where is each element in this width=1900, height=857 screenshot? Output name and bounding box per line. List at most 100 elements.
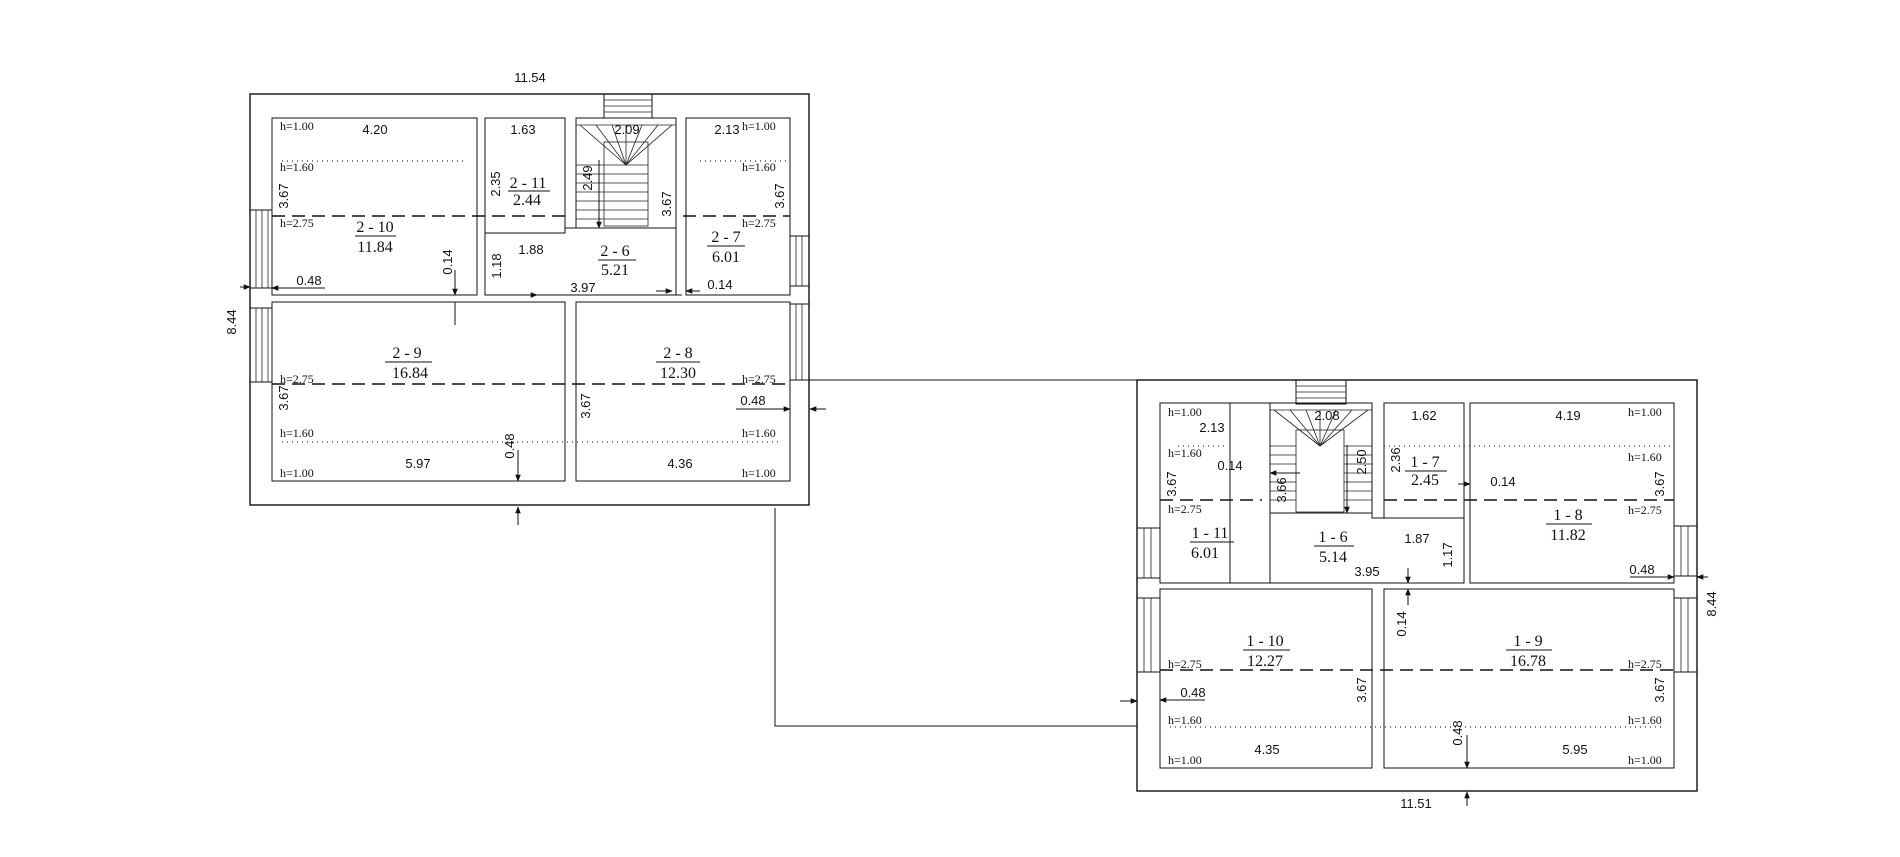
room-2-9 <box>271 301 566 482</box>
plan-one-heights: h=1.00 h=1.60 h=2.75 h=1.00 h=1.60 h=2.7… <box>1168 405 1662 767</box>
svg-text:0.48: 0.48 <box>502 433 517 458</box>
svg-text:h=1.00: h=1.00 <box>1168 753 1202 767</box>
svg-text:12.27: 12.27 <box>1247 653 1283 670</box>
plan-two-stair-entry <box>603 93 653 119</box>
svg-text:0.14: 0.14 <box>707 277 732 292</box>
svg-text:4.36: 4.36 <box>667 456 692 471</box>
plan-one: 11.51 8.44 1 - 11 6.01 1 - 6 5.14 1 - 7 … <box>1120 379 1719 811</box>
room-2-10 <box>271 117 478 296</box>
svg-text:4.19: 4.19 <box>1555 408 1580 423</box>
svg-text:3.67: 3.67 <box>1164 471 1179 496</box>
svg-text:2.13: 2.13 <box>1199 420 1224 435</box>
room-1-9 <box>1383 588 1675 769</box>
svg-text:5.97: 5.97 <box>405 456 430 471</box>
svg-text:16.78: 16.78 <box>1510 653 1546 670</box>
svg-text:6.01: 6.01 <box>712 249 740 266</box>
plan-one-outer-wall <box>1136 379 1698 792</box>
svg-text:h=1.00: h=1.00 <box>742 466 776 480</box>
svg-text:h=1.60: h=1.60 <box>1628 713 1662 727</box>
svg-text:3.66: 3.66 <box>1274 477 1289 502</box>
svg-text:5.21: 5.21 <box>601 262 629 279</box>
svg-text:h=1.60: h=1.60 <box>1168 446 1202 460</box>
room-label-2-10: 2 - 10 11.84 <box>355 219 396 256</box>
svg-text:1 - 11: 1 - 11 <box>1192 525 1229 542</box>
room-label-2-6: 2 - 6 5.21 <box>598 243 636 279</box>
svg-text:h=2.75: h=2.75 <box>742 216 776 230</box>
svg-text:h=2.75: h=2.75 <box>1628 503 1662 517</box>
plan-two-depth-label: 8.44 <box>224 309 239 334</box>
svg-text:3.97: 3.97 <box>570 280 595 295</box>
svg-text:0.14: 0.14 <box>440 249 455 274</box>
plan-two-dimensions: 4.20 1.63 2.09 2.13 3.67 2.35 2.49 3.67 … <box>276 122 787 471</box>
plan-one-stair-entry <box>1295 379 1347 405</box>
room-2-6 <box>484 227 677 296</box>
plan-two-width-label: 11.54 <box>514 70 546 85</box>
svg-text:2.08: 2.08 <box>1314 408 1339 423</box>
room-1-10 <box>1159 588 1373 769</box>
svg-text:5.14: 5.14 <box>1319 549 1347 566</box>
plan-two-outer-wall <box>249 93 810 506</box>
svg-text:1 - 10: 1 - 10 <box>1246 633 1283 650</box>
svg-text:2.45: 2.45 <box>1411 472 1439 489</box>
svg-text:h=1.00: h=1.00 <box>1628 753 1662 767</box>
svg-text:2.44: 2.44 <box>513 192 541 209</box>
svg-text:h=1.60: h=1.60 <box>280 160 314 174</box>
connector-lines <box>774 379 1137 727</box>
room-label-1-11: 1 - 11 6.01 <box>1190 525 1234 562</box>
svg-text:1 - 6: 1 - 6 <box>1318 529 1347 546</box>
svg-text:16.84: 16.84 <box>392 365 428 382</box>
svg-text:2.36: 2.36 <box>1388 447 1403 472</box>
svg-text:3.67: 3.67 <box>1354 677 1369 702</box>
svg-text:5.95: 5.95 <box>1562 742 1587 757</box>
plan-one-dimensions: 2.13 2.08 1.62 4.19 3.67 0.14 3.66 2.50 … <box>1164 408 1667 757</box>
svg-text:h=1.00: h=1.00 <box>1628 405 1662 419</box>
svg-text:h=1.60: h=1.60 <box>742 160 776 174</box>
svg-text:2 - 11: 2 - 11 <box>510 175 547 192</box>
svg-text:1.62: 1.62 <box>1411 408 1436 423</box>
svg-text:0.48: 0.48 <box>1629 562 1654 577</box>
svg-text:1 - 7: 1 - 7 <box>1410 454 1439 471</box>
room-label-2-11: 2 - 11 2.44 <box>508 175 550 209</box>
room-1-8 <box>1469 402 1675 584</box>
room-2-7 <box>685 117 791 296</box>
plan-two: 11.54 8.44 2 - 10 11.84 2 - 11 2.44 2 - … <box>224 70 826 525</box>
svg-text:h=1.60: h=1.60 <box>280 426 314 440</box>
svg-text:1 - 9: 1 - 9 <box>1513 633 1542 650</box>
room-label-2-9: 2 - 9 16.84 <box>385 345 432 382</box>
room-label-1-7: 1 - 7 2.45 <box>1405 454 1447 489</box>
plan-one-width-label: 11.51 <box>1400 796 1432 811</box>
plan-two-windows <box>249 209 810 383</box>
svg-text:2 - 6: 2 - 6 <box>600 243 629 260</box>
room-label-2-8: 2 - 8 12.30 <box>656 345 700 382</box>
svg-text:h=2.75: h=2.75 <box>280 372 314 386</box>
svg-text:3.67: 3.67 <box>578 393 593 418</box>
svg-text:4.20: 4.20 <box>362 122 387 137</box>
svg-text:3.67: 3.67 <box>276 385 291 410</box>
svg-text:0.48: 0.48 <box>740 393 765 408</box>
svg-text:3.67: 3.67 <box>1652 677 1667 702</box>
room-label-1-9: 1 - 9 16.78 <box>1506 633 1552 670</box>
plan-two-stair-detail <box>576 124 676 229</box>
svg-text:0.48: 0.48 <box>1450 720 1465 745</box>
svg-text:h=2.75: h=2.75 <box>1168 657 1202 671</box>
svg-text:h=1.00: h=1.00 <box>280 119 314 133</box>
svg-text:h=1.00: h=1.00 <box>280 466 314 480</box>
room-label-1-6: 1 - 6 5.14 <box>1314 529 1354 566</box>
svg-text:h=2.75: h=2.75 <box>1628 657 1662 671</box>
svg-text:3.95: 3.95 <box>1354 564 1379 579</box>
plan-one-windows <box>1136 525 1698 673</box>
plan-two-heights: h=1.00 h=1.60 h=2.75 h=1.00 h=1.60 h=2.7… <box>280 119 776 480</box>
room-2-8 <box>575 301 791 482</box>
svg-text:2.09: 2.09 <box>614 122 639 137</box>
svg-text:0.48: 0.48 <box>1180 685 1205 700</box>
svg-text:2.13: 2.13 <box>714 122 739 137</box>
svg-text:h=1.00: h=1.00 <box>1168 405 1202 419</box>
svg-text:h=2.75: h=2.75 <box>1168 502 1202 516</box>
room-label-2-7: 2 - 7 6.01 <box>707 229 745 266</box>
svg-text:1.88: 1.88 <box>518 242 543 257</box>
svg-text:12.30: 12.30 <box>660 365 696 382</box>
svg-text:1.87: 1.87 <box>1404 531 1429 546</box>
svg-text:h=1.00: h=1.00 <box>742 119 776 133</box>
room-label-1-8: 1 - 8 11.82 <box>1546 507 1592 544</box>
